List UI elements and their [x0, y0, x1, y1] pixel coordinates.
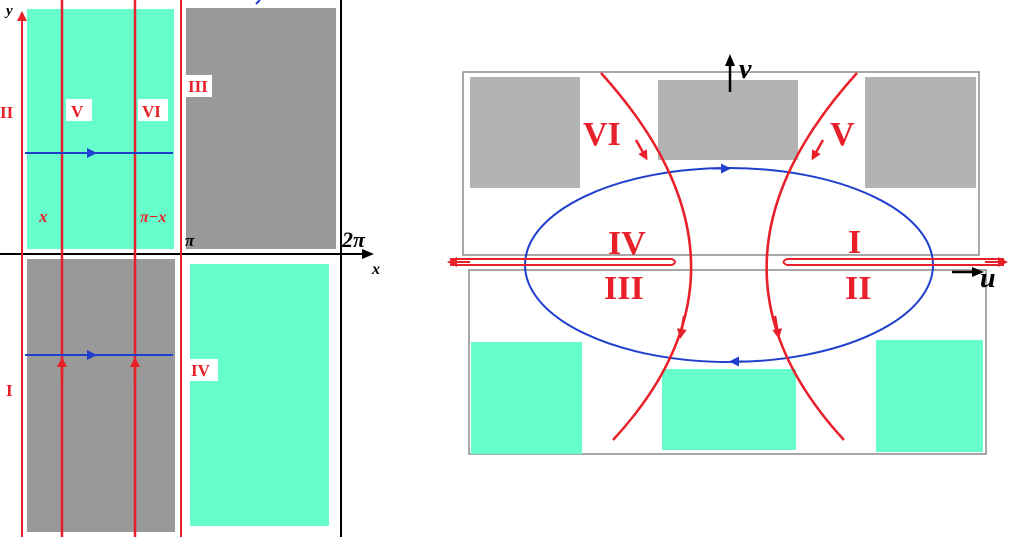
left-region-label-IV: IV: [191, 361, 211, 380]
teal-block-bottom-right: [876, 340, 983, 452]
left-region-label-II: II: [0, 103, 14, 122]
curve-label-x: x: [38, 207, 48, 226]
hyperbola-right-arrow-top: [811, 139, 825, 161]
tick-label-two-pi: 2π: [341, 227, 366, 252]
blue-tick-top: [255, 0, 261, 5]
label-box-IV: [188, 359, 218, 381]
label-box-III: [186, 75, 212, 97]
region-teal-bottom-right: [190, 264, 329, 526]
right-region-label-VI: VI: [583, 116, 621, 153]
tick-label-pi: π: [185, 231, 195, 250]
region-gray-bottom-left: [27, 259, 175, 532]
teal-block-bottom-center: [662, 369, 796, 450]
right-region-label-II: II: [845, 270, 871, 307]
right-region-label-III: III: [604, 270, 644, 307]
left-region-label-III: III: [188, 77, 208, 96]
right-region-label-IV: IV: [608, 225, 646, 262]
teal-block-bottom-left: [471, 342, 582, 454]
hyperbola-left-arrow-top: [634, 139, 648, 161]
cut-line-left: [450, 258, 676, 266]
left-panel: y x π 2π x π−x V VI III IV II I: [0, 0, 380, 537]
region-teal-top-left: [27, 9, 174, 249]
lower-frame: [468, 269, 987, 455]
hyperbola-left-arrow-bottom: [676, 315, 687, 339]
gray-block-top-center: [658, 80, 798, 160]
curve-label-pi-minus-x: π−x: [140, 209, 166, 226]
u-axis-label: u: [980, 263, 996, 294]
label-box-V: [66, 99, 92, 121]
left-region-label-VI: VI: [142, 102, 161, 121]
x-axis-label: x: [371, 261, 380, 278]
left-region-label-I: I: [6, 381, 13, 400]
left-region-label-V: V: [71, 102, 84, 121]
hyperbola-right: [765, 72, 858, 441]
upper-frame: [462, 71, 980, 256]
v-axis-label: v: [739, 54, 752, 85]
gray-block-top-right: [865, 77, 976, 188]
right-region-label-V: V: [830, 116, 855, 153]
cut-line-right: [782, 258, 1004, 266]
region-gray-top-right: [186, 8, 336, 249]
hyperbola-left: [600, 72, 693, 441]
hyperbola-right-arrow-bottom: [772, 315, 783, 339]
label-box-VI: [138, 99, 168, 121]
gray-block-top-left: [470, 77, 580, 188]
right-panel: u v VI V IV III I II: [447, 54, 1008, 455]
y-axis-label: y: [4, 3, 13, 19]
right-region-label-I: I: [848, 224, 861, 261]
